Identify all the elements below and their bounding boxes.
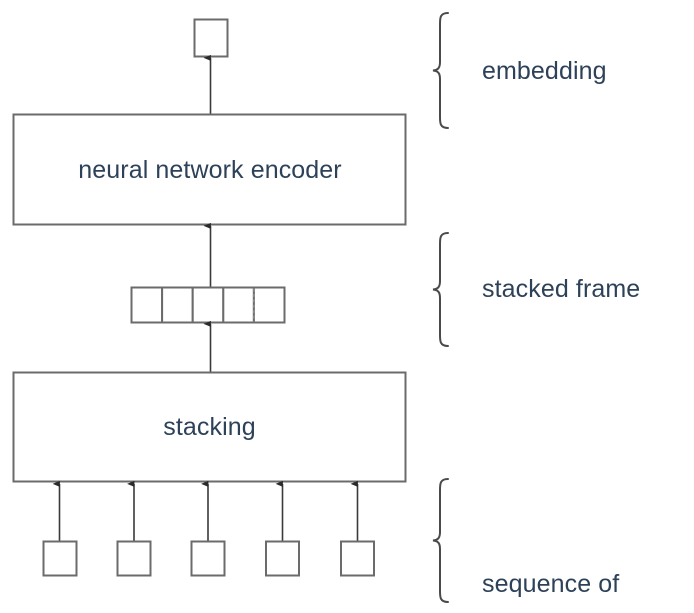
neural-network-encoder-label: neural network encoder [78, 156, 342, 184]
annotation-embedding: embedding [482, 57, 607, 85]
annotation-stacked-frame: stacked frame [482, 275, 641, 303]
stacking-box[interactable] [12, 371, 407, 483]
stacked-frame-cell[interactable] [252, 286, 286, 324]
brace-embedding [432, 12, 449, 129]
annotation-sequence-of-acoustic-features: sequence of acoustic features [482, 508, 673, 613]
brace-stacked-frame [432, 232, 449, 347]
acoustic-feature-frame[interactable] [116, 540, 152, 577]
stacked-frame-cell[interactable] [130, 286, 164, 324]
acoustic-feature-frame[interactable] [265, 540, 300, 577]
brace-sequence-of-acoustic-features [432, 478, 449, 603]
stacked-frame-strip[interactable] [130, 286, 286, 324]
acoustic-feature-frame[interactable] [190, 540, 226, 577]
stacking-label: stacking [163, 413, 256, 441]
stacked-frame-cell[interactable] [222, 286, 255, 324]
acoustic-feature-frame[interactable] [42, 540, 78, 577]
annotation-sequence-line-1: sequence of [482, 570, 620, 598]
stacked-frame-cell[interactable] [191, 286, 225, 324]
stacked-frame-cell[interactable] [161, 286, 194, 324]
embedding-box[interactable] [193, 18, 229, 58]
acoustic-feature-frame[interactable] [340, 540, 375, 577]
acoustic-feature-frames [42, 480, 375, 577]
neural-network-encoder-box[interactable] [12, 113, 407, 226]
